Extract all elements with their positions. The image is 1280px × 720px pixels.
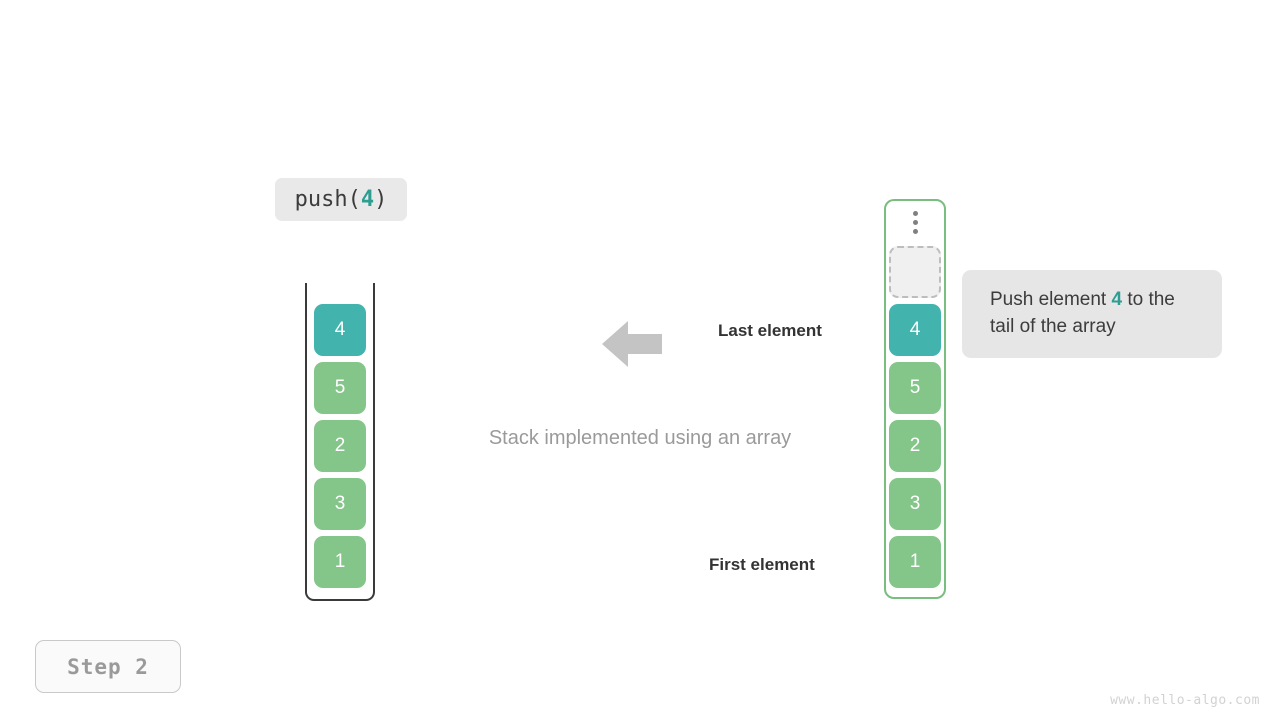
stack-cell: 5 [314,362,366,414]
annotation-text-before: Push element [990,289,1112,310]
stack-diagram: 4 5 2 3 1 [305,283,375,601]
annotation-text-after: to the tail of the array [990,289,1175,337]
left-arrow-icon [602,321,662,367]
stack-container-outline [305,283,375,601]
vertical-ellipsis-icon [884,199,946,245]
stack-cell: 2 [314,420,366,472]
last-element-label: Last element [718,321,822,340]
operation-suffix: ) [374,187,388,212]
diagram-caption: Stack implemented using an array [488,427,792,449]
step-badge: Step 2 [35,640,181,693]
array-diagram: 4 5 2 3 1 [884,199,946,599]
annotation-callout: Push element 4 to the tail of the array [962,270,1222,358]
array-cell: 3 [889,478,941,530]
array-cell: 4 [889,304,941,356]
array-cell: 5 [889,362,941,414]
stack-cell: 3 [314,478,366,530]
stack-cell: 1 [314,536,366,588]
array-empty-slot [889,246,941,298]
ellipsis-dot [912,219,918,225]
operation-label: push(4) [275,178,407,221]
stack-cell: 4 [314,304,366,356]
first-element-label: First element [709,555,815,574]
array-cell: 2 [889,420,941,472]
operation-value: 4 [360,187,375,212]
annotation-value: 4 [1111,289,1123,310]
ellipsis-dot [912,210,918,216]
array-cell-list: 4 5 2 3 1 [889,246,941,588]
ellipsis-dot [912,228,918,234]
array-cell: 1 [889,536,941,588]
stack-cell-list: 4 5 2 3 1 [314,304,366,588]
operation-prefix: push( [294,187,361,212]
watermark: www.hello-algo.com [1110,693,1260,708]
